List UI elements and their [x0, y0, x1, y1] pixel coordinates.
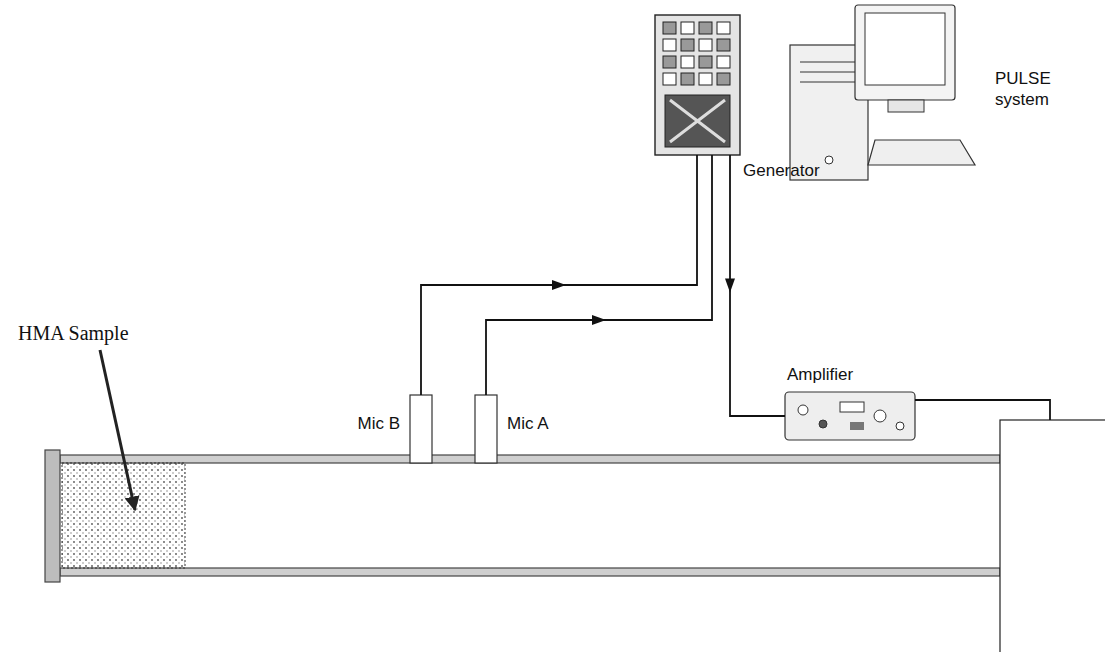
computer-node: PULSE system — [790, 8, 958, 183]
generator-box — [655, 15, 740, 155]
panel-socket — [663, 39, 676, 51]
device-label: Amplifier — [787, 364, 853, 385]
cable-line — [730, 155, 785, 416]
amplifier-node: Amplifier — [785, 392, 915, 440]
sample-node: HMA Sample — [62, 463, 185, 568]
arrowhead — [725, 279, 735, 293]
tube-wall-bottom — [60, 568, 1000, 576]
arrowhead — [592, 315, 606, 325]
panel-socket — [717, 39, 730, 51]
speaker-housing — [1000, 420, 1105, 652]
panel-socket — [717, 73, 730, 85]
amplifier-box — [785, 392, 915, 440]
leader-arrow — [100, 350, 135, 510]
panel-socket — [699, 22, 712, 34]
panel-socket — [699, 73, 712, 85]
device-label: PULSE system — [995, 68, 1075, 111]
microphone-node: Mic B — [410, 395, 432, 463]
amplifier-switch — [850, 422, 864, 430]
panel-socket — [663, 73, 676, 85]
mic-body — [410, 395, 432, 463]
device-label: HMA Sample — [18, 321, 129, 346]
panel-socket — [717, 22, 730, 34]
amplifier-knob — [819, 420, 827, 428]
microphone-node: Mic A — [475, 395, 497, 463]
monitor-stand — [888, 100, 924, 112]
panel-socket — [717, 56, 730, 68]
sample-fill — [62, 463, 185, 568]
monitor-screen — [865, 13, 945, 85]
generator-module-mark — [670, 100, 725, 142]
keyboard — [868, 140, 975, 165]
drive-slot — [800, 62, 858, 63]
generator-panel — [663, 22, 730, 85]
drive-slot — [800, 82, 858, 83]
device-label: Mic A — [507, 413, 549, 434]
cable-line — [486, 155, 712, 395]
amplifier-knob — [798, 405, 808, 415]
device-label: Mic B — [358, 413, 401, 434]
panel-socket — [699, 39, 712, 51]
speaker-cable — [915, 400, 1050, 420]
amplifier-knob — [874, 410, 886, 422]
tube-wall-top — [60, 455, 1000, 463]
panel-socket — [699, 56, 712, 68]
panel-socket — [663, 22, 676, 34]
generator-node: Generator — [655, 15, 740, 155]
power-button — [825, 156, 833, 164]
signal-cable — [486, 155, 712, 395]
end-plate — [45, 450, 60, 582]
signal-cable — [725, 155, 785, 416]
generator-module — [665, 95, 730, 147]
device-label: Generator — [743, 160, 820, 181]
panel-socket — [681, 39, 694, 51]
drive-slot — [800, 72, 858, 73]
panel-socket — [681, 56, 694, 68]
cable-line — [421, 155, 697, 395]
amplifier-knob — [896, 422, 904, 430]
arrowhead — [552, 280, 566, 290]
panel-socket — [681, 22, 694, 34]
panel-socket — [681, 73, 694, 85]
monitor-frame — [855, 5, 955, 100]
panel-socket — [663, 56, 676, 68]
signal-cable — [421, 155, 697, 395]
mic-body — [475, 395, 497, 463]
amplifier-display — [840, 402, 864, 412]
